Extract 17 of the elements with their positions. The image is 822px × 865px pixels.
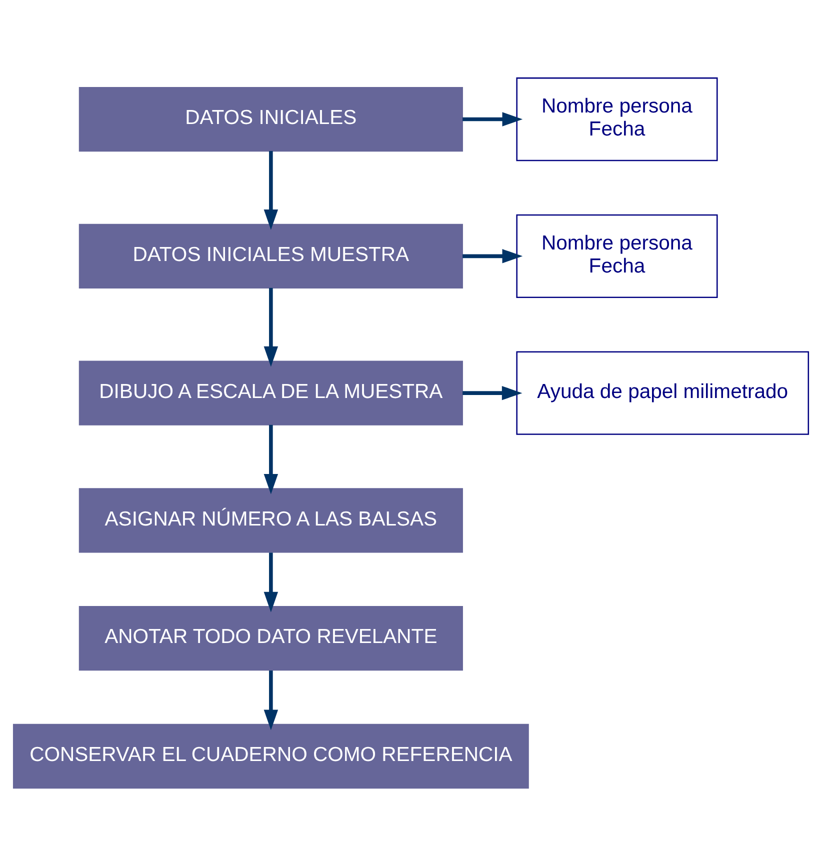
- arrow: [462, 248, 523, 263]
- node-box: ANOTAR TODO DATO REVELANTE: [78, 606, 463, 670]
- arrow: [264, 287, 278, 366]
- node-box: Ayuda de papel milimetrado: [516, 350, 810, 434]
- node-box: ASIGNAR NÚMERO A LAS BALSAS: [78, 488, 463, 552]
- arrow: [264, 424, 278, 494]
- node-box: DATOS INICIALES MUESTRA: [78, 223, 463, 288]
- arrow: [264, 150, 278, 230]
- arrow: [462, 385, 522, 400]
- node-box: CONSERVAR EL CUADERNO COMO REFERENCIA: [12, 723, 529, 788]
- arrow: [264, 552, 278, 612]
- node-box: Nombre persona Fecha: [516, 76, 718, 161]
- node-box: Nombre persona Fecha: [516, 214, 718, 298]
- arrow: [264, 670, 278, 730]
- node-box: DATOS INICIALES: [78, 86, 463, 152]
- arrow: [462, 112, 523, 126]
- node-box: DIBUJO A ESCALA DE LA MUESTRA: [78, 360, 463, 425]
